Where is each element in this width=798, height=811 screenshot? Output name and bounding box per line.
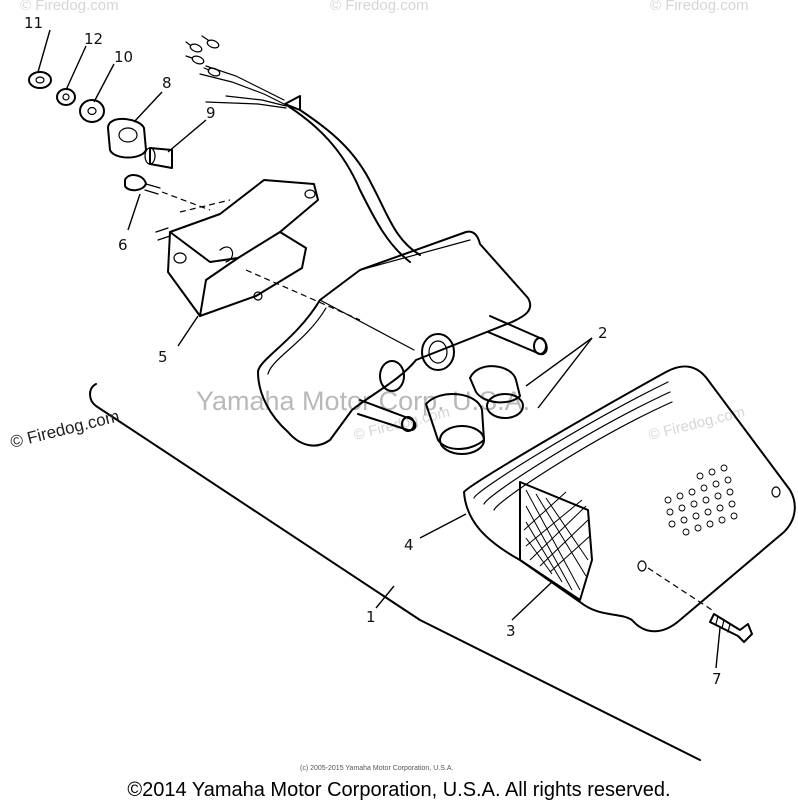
wire-harness — [185, 35, 421, 263]
callout-2: 2 — [598, 324, 608, 342]
bracket-part-5 — [155, 179, 319, 317]
callout-11: 11 — [24, 14, 43, 32]
watermark-corner-3: © Firedog.com — [650, 0, 749, 14]
washer-stack — [28, 71, 173, 169]
small-copyright: (c) 2005-2015 Yamaha Motor Corporation, … — [300, 765, 453, 772]
callout-8: 8 — [162, 74, 172, 92]
callout-6: 6 — [118, 236, 128, 254]
callout-10: 10 — [114, 48, 133, 66]
copyright-footer: ©2014 Yamaha Motor Corporation, U.S.A. A… — [127, 779, 671, 801]
callout-3: 3 — [506, 622, 516, 640]
callout-4: 4 — [404, 536, 414, 554]
firedog-logo-text: © Firedog.com — [8, 406, 121, 451]
callout-1: 1 — [366, 608, 376, 626]
screw-part-7 — [647, 567, 753, 643]
assembly-bracket-line — [89, 383, 701, 761]
callout-7: 7 — [712, 670, 722, 688]
callout-leaders — [37, 29, 721, 669]
callout-12: 12 — [84, 30, 103, 48]
watermark-corner-1: © Firedog.com — [20, 0, 119, 14]
watermark-corner-4: © Firedog.com — [647, 404, 747, 444]
bulbs-part-2 — [425, 365, 524, 455]
lamp-housing — [245, 230, 548, 447]
callout-5: 5 — [158, 348, 168, 366]
screw-part-6 — [124, 174, 211, 211]
lens-part-1 — [463, 365, 796, 633]
callout-9: 9 — [206, 104, 216, 122]
watermark-corner-2: © Firedog.com — [330, 0, 429, 14]
